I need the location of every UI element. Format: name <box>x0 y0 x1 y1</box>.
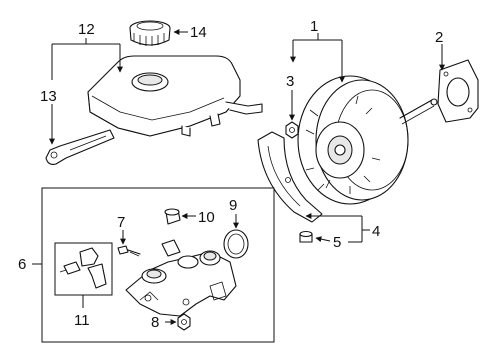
callout-3: 3 <box>286 73 294 90</box>
sensor-kit-icon <box>59 247 107 289</box>
callout-labels: 1 2 3 4 5 6 7 8 9 10 11 12 13 14 <box>18 18 443 331</box>
master-cylinder-group-box <box>41 187 275 343</box>
nut-8-icon <box>177 313 191 331</box>
callout-12: 12 <box>78 21 95 38</box>
gasket-icon <box>437 59 479 123</box>
callout-5: 5 <box>333 234 341 251</box>
plug-icon <box>164 208 181 225</box>
callout-1: 1 <box>310 18 318 35</box>
callout-8: 8 <box>151 314 159 331</box>
stud-icon <box>299 230 313 243</box>
bolt-icon <box>117 245 141 257</box>
callout-11: 11 <box>74 312 90 329</box>
callout-14: 14 <box>190 24 207 41</box>
leader-lines <box>32 29 445 325</box>
callout-6: 6 <box>18 256 26 273</box>
reservoir-cap-icon <box>129 20 171 46</box>
callout-4: 4 <box>372 223 380 240</box>
level-sensor-icon <box>45 129 115 165</box>
master-cylinder-icon <box>125 239 237 317</box>
callout-9: 9 <box>229 197 237 214</box>
o-ring-icon <box>223 229 249 259</box>
brake-booster-icon <box>297 75 438 205</box>
heat-shield-icon <box>257 131 323 223</box>
callout-2: 2 <box>435 29 443 46</box>
reservoir-icon <box>87 55 263 137</box>
callout-7: 7 <box>117 214 125 231</box>
callout-10: 10 <box>198 209 215 226</box>
callout-13: 13 <box>40 88 57 105</box>
nut-icon <box>285 121 299 139</box>
